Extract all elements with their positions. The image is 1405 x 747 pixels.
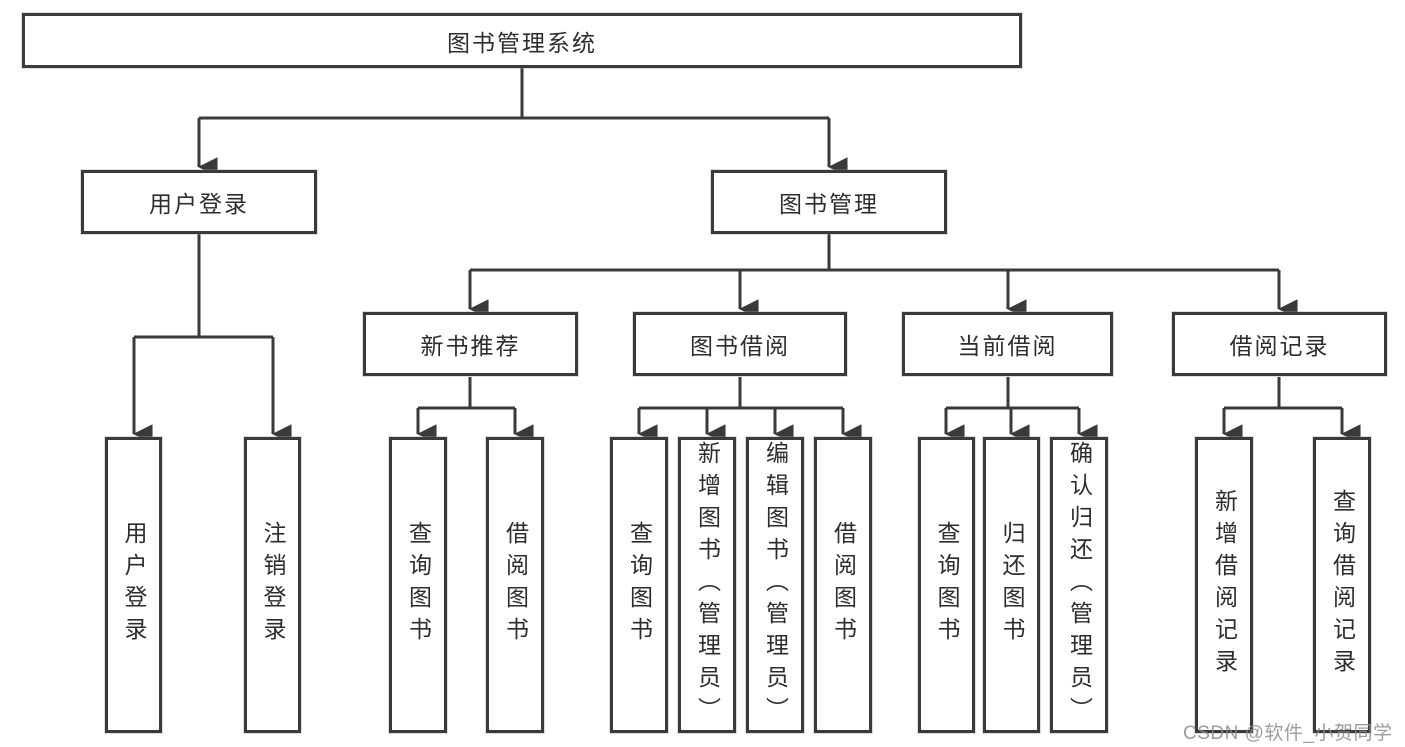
leaf-borrowing-add-books-admin: 新增图书（管理员） — [678, 437, 736, 733]
leaf-borrowing-borrow-books: 借阅图书 — [814, 437, 872, 733]
leaf-records-query-record: 查询借阅记录 — [1313, 437, 1371, 733]
leaf-borrowing-edit-books-admin: 编辑图书（管理员） — [746, 437, 804, 733]
leaf-user-login: 用户登录 — [105, 437, 162, 733]
leaf-current-return-books: 归还图书 — [983, 437, 1040, 733]
node-borrowing-records: 借阅记录 — [1172, 312, 1387, 376]
leaf-records-add-record: 新增借阅记录 — [1195, 437, 1253, 733]
leaf-borrowing-query-books: 查询图书 — [610, 437, 668, 733]
node-current-borrowing: 当前借阅 — [902, 312, 1113, 376]
leaf-newbook-borrow-books: 借阅图书 — [486, 437, 544, 733]
leaf-current-confirm-return-admin: 确认归还（管理员） — [1050, 437, 1108, 733]
node-book-borrowing: 图书借阅 — [633, 312, 847, 376]
csdn-watermark: CSDN @软件_小贺同学 — [1183, 723, 1393, 744]
node-new-book-recommend: 新书推荐 — [363, 312, 578, 376]
leaf-logout: 注销登录 — [244, 437, 301, 733]
leaf-newbook-query-books: 查询图书 — [389, 437, 447, 733]
node-book-management-system: 图书管理系统 — [22, 13, 1022, 68]
node-user-login: 用户登录 — [81, 170, 317, 234]
leaf-current-query-books: 查询图书 — [918, 437, 975, 733]
node-book-management: 图书管理 — [711, 170, 947, 234]
